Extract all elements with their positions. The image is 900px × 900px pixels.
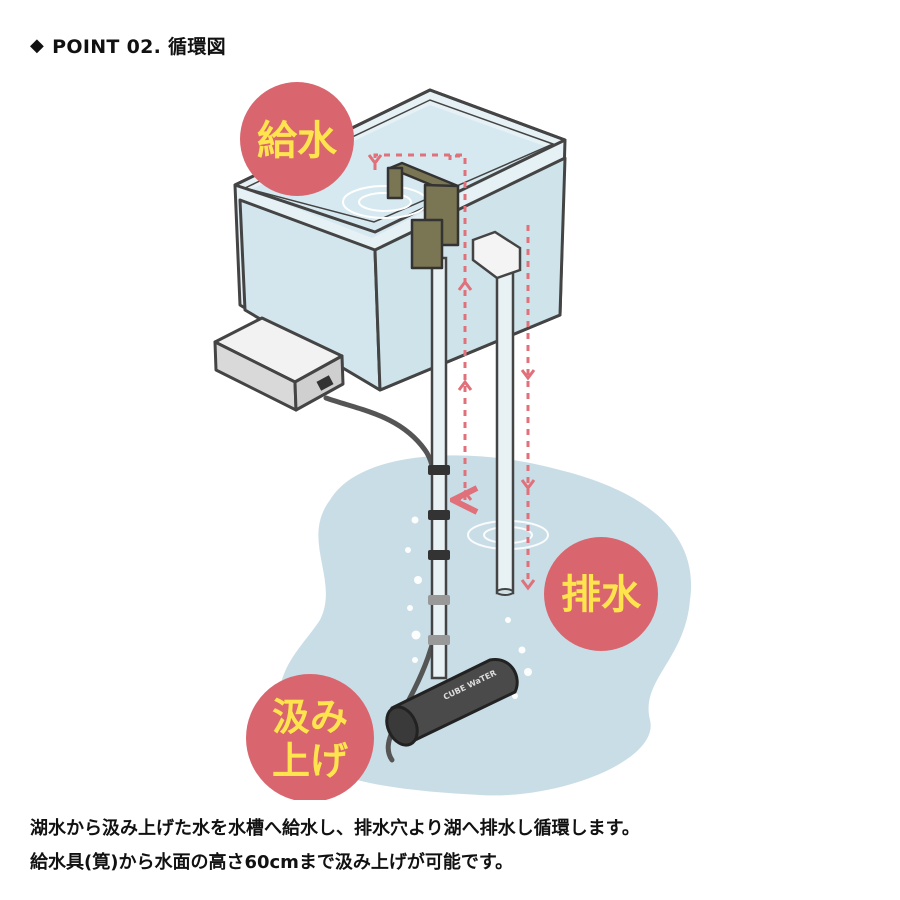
section-title: POINT 02. 循環図	[52, 35, 226, 58]
drain-label: 排水	[561, 572, 642, 618]
bubbles	[405, 516, 532, 699]
pump-controller	[213, 316, 345, 412]
circulation-diagram: CUBE WaTER 給水 排水 汲み 上げ	[0, 60, 900, 802]
diagram-svg: CUBE WaTER 給水 排水 汲み 上げ	[213, 82, 692, 802]
caption: 湖水から汲み上げた水を水槽へ給水し、排水穴より湖へ排水し循環します。 給水具(筧…	[30, 812, 870, 880]
supply-label: 給水	[257, 118, 338, 164]
diamond-icon: ◆	[30, 34, 45, 56]
pump-label-line2: 上げ	[272, 739, 348, 783]
tank-rim	[233, 88, 567, 234]
pump-badge: 汲み 上げ	[246, 674, 374, 802]
supply-fitting	[386, 161, 460, 270]
drain-badge: 排水	[544, 537, 658, 651]
caption-line-2: 給水具(筧)から水面の高さ60cmまで汲み上げが可能です。	[30, 852, 514, 873]
caption-line-1: 湖水から汲み上げた水を水槽へ給水し、排水穴より湖へ排水し循環します。	[30, 818, 640, 839]
drain-pipe	[471, 230, 522, 596]
pump-label-line1: 汲み	[272, 695, 348, 739]
section-header: ◆ POINT 02. 循環図	[30, 30, 226, 60]
drain-flow-arrow	[448, 155, 530, 580]
pump: CUBE WaTER	[385, 658, 519, 747]
pipe-clips	[428, 465, 450, 645]
supply-badge: 給水	[240, 82, 354, 196]
arrow-heads	[367, 154, 536, 591]
